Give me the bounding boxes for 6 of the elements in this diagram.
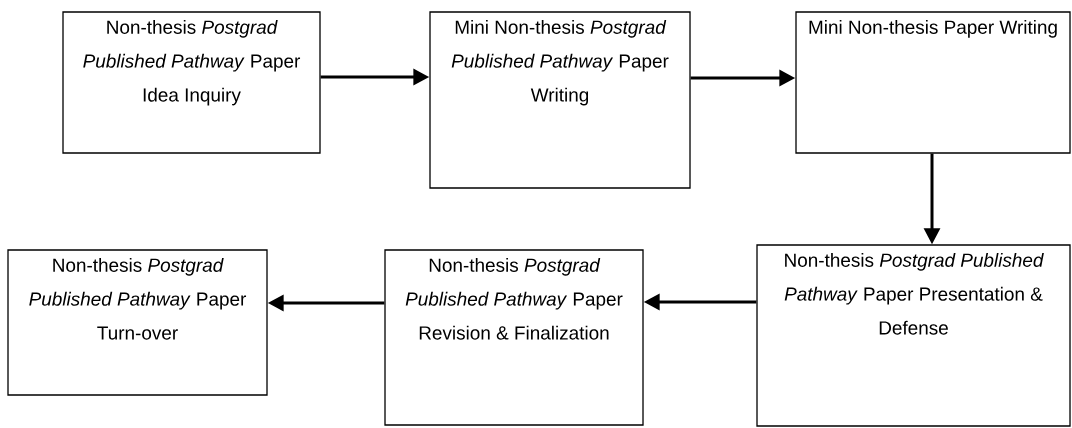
process-box: Non-thesis Postgrad Published Pathway Paper Turn-over	[7, 249, 268, 396]
process-box: Mini Non-thesis Paper Writing	[795, 11, 1071, 154]
process-box: Non-thesis Postgrad Published Pathway Paper Presentation & Defense	[756, 244, 1071, 427]
process-box: Non-thesis Postgrad Published Pathway Paper Revision & Finalization	[384, 249, 644, 426]
process-box: Non-thesis Postgrad Published Pathway Paper Idea Inquiry	[62, 11, 321, 154]
process-box: Mini Non-thesis Postgrad Published Pathway Paper Writing	[429, 11, 691, 189]
